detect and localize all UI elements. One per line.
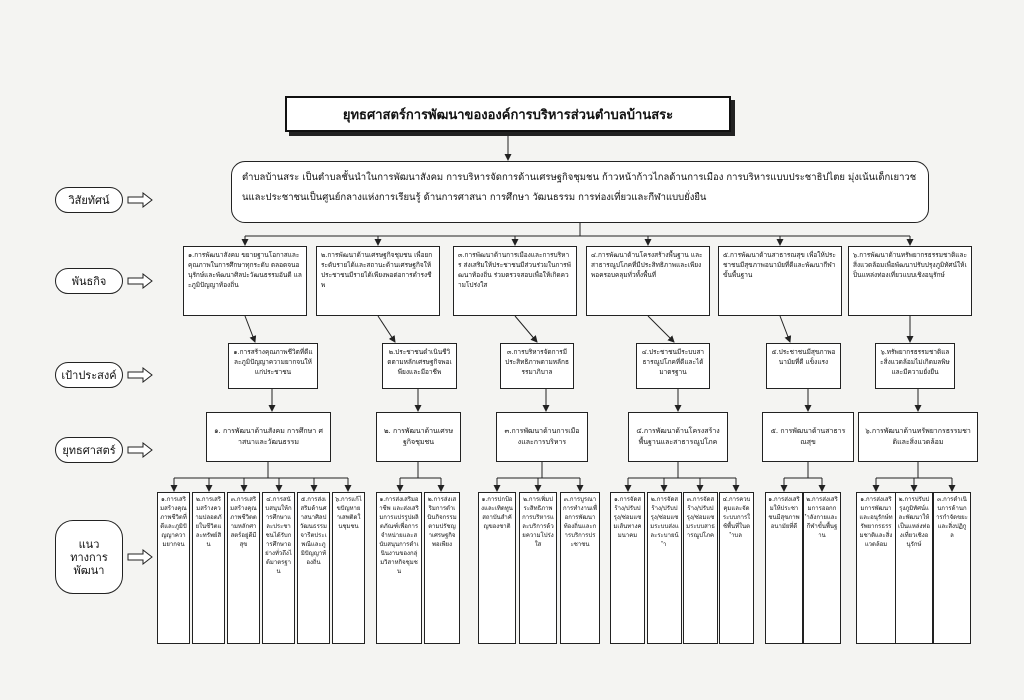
guideline-box-2-2: ๒.การส่งเสริมการดำเนินกิจกรรมตามปรัชญาเศ…	[424, 492, 460, 644]
arrow-right-icon	[127, 273, 153, 289]
row-label-guidelines: แนว ทางการ พัฒนา	[55, 520, 160, 594]
guideline-box-1-2: ๒.การเสริมสร้างความปลอดภัยในชีวิตและทรัพ…	[192, 492, 225, 644]
guideline-box-4-1: ๑.การจัดสร้าง/ปรับปรุง/ซ่อมแซมเส้นทางคมน…	[610, 492, 645, 644]
strategy-box-3: ๓.การพัฒนาด้านการเมืองและการบริหาร	[496, 412, 588, 462]
guideline-box-6-3: ๓.การดำเนินการด้านการกำจัดขยะและสิ่งปฏิก…	[933, 492, 971, 644]
arrow-right-icon	[127, 192, 153, 208]
strategy-box-4: ๔.การพัฒนาด้านโครงสร้างพื้นฐานและสาธารณู…	[628, 412, 728, 462]
row-label-strategy: ยุทธศาสตร์	[55, 437, 160, 463]
goal-box-3: ๓.การบริหารจัดการมีประสิทธิภาพตามหลักธรร…	[500, 343, 574, 389]
strategy-box-6: ๖.การพัฒนาด้านทรัพยากรธรรมชาติและสิ่งแวด…	[858, 412, 978, 462]
arrow-right-icon	[127, 549, 153, 565]
guideline-box-5-2: ๒.การส่งเสริมการออกกำลังกายและกีฬาขั้นพื…	[803, 492, 841, 644]
row-label-vision: วิสัยทัศน์	[55, 187, 160, 213]
vision-box: ตำบลบ้านสระ เป็นตำบลชั้นนำในการพัฒนาสังค…	[231, 161, 929, 223]
goal-box-5: ๕.ประชาชนมีสุขภาพอนามัยที่ดี แข็งแรง	[766, 343, 841, 389]
vision-label: วิสัยทัศน์	[55, 187, 123, 213]
mission-box-6: ๖.การพัฒนาด้านทรัพยากรธรรมชาติและสิ่งแวด…	[848, 246, 972, 316]
goal-label: เป้าประสงค์	[55, 362, 123, 388]
row-label-mission: พันธกิจ	[55, 268, 160, 294]
row-label-goal: เป้าประสงค์	[55, 362, 160, 388]
strategy-box-2: ๒. การพัฒนาด้านเศรษฐกิจชุมชน	[376, 412, 461, 462]
mission-box-2: ๒.การพัฒนาด้านเศรษฐกิจชุมชน เพื่อยกระดับ…	[316, 246, 440, 316]
strategy-label: ยุทธศาสตร์	[55, 437, 123, 463]
guideline-box-1-5: ๕.การส่งเสริมด้านศาสนาศิลปวัฒนธรรมจารีตป…	[297, 492, 330, 644]
goal-box-1: ๑.การสร้างคุณภาพชีวิตที่ดีและภูมิปัญญาคว…	[228, 343, 318, 389]
mission-box-4: ๔.การพัฒนาด้านโครงสร้างพื้นฐาน และสาธารณ…	[586, 246, 710, 316]
goal-box-2: ๒.ประชาชนดำเนินชีวิตตามหลักเศรษฐกิจพอเพี…	[382, 343, 457, 389]
guideline-box-3-3: ๓.การบูรณาการทำงานเพื่อการพัฒนาท้องถิ่นแ…	[560, 492, 600, 644]
goal-box-6: ๖.ทรัพยากรธรรมชาติและสิ่งแวดล้อมไม่เกิดม…	[875, 343, 955, 389]
mission-box-3: ๓.การพัฒนาด้านการเมืองและการบริหาร ส่งเส…	[453, 246, 577, 316]
guideline-box-3-2: ๒.การเพิ่มประสิทธิภาพการบริหารและบริการด…	[519, 492, 557, 644]
mission-box-1: ๑.การพัฒนาสังคม ขยายฐานโอกาสและคุณภาพในก…	[183, 246, 307, 316]
strategy-box-5: ๕. การพัฒนาด้านสาธารณสุข	[762, 412, 854, 462]
guideline-box-1-4: ๔.การสนับสนุนให้การศึกษาและประชาชนได้รับ…	[262, 492, 295, 644]
guideline-box-5-1: ๑.การส่งเสริมให้ประชาชนมีสุขภาพอนามัยที่…	[765, 492, 803, 644]
guideline-box-1-6: ๖.การแก้ไขปัญหายาเสพติดในชุมชน	[332, 492, 365, 644]
guideline-box-3-1: ๑.การปกป้องและเทิดทูนสถาบันสำคัญของชาติ	[478, 492, 516, 644]
page-title: ยุทธศาสตร์การพัฒนาขององค์การบริหารส่วนตำ…	[285, 96, 731, 132]
guideline-box-4-4: ๔.การควบคุมและจัดระบบการใช้พื้นที่ในตำบล	[719, 492, 754, 644]
guideline-box-6-1: ๑.การส่งเสริมการพัฒนาและอนุรักษ์ทรัพยากร…	[856, 492, 896, 644]
goal-box-4: ๔.ประชาชนมีระบบสาธารณูปโภคที่ดีและได้มาต…	[636, 343, 710, 389]
guideline-box-2-1: ๑.การส่งเสริมอาชีพ และส่งเสริมการแปรรูปผ…	[376, 492, 422, 644]
guideline-box-4-2: ๒.การจัดสร้าง/ปรับปรุง/ซ่อมแซมระบบส่งและ…	[647, 492, 682, 644]
mission-label: พันธกิจ	[55, 268, 123, 294]
guideline-box-1-1: ๑.การเสริมสร้างคุณภาพชีวิตที่ดีและภูมิปั…	[157, 492, 190, 644]
arrow-right-icon	[127, 442, 153, 458]
arrow-right-icon	[127, 367, 153, 383]
guideline-box-4-3: ๓.การจัดสร้าง/ปรับปรุง/ซ่อมแซมระบบสาธารณ…	[683, 492, 718, 644]
strategy-box-1: ๑. การพัฒนาด้านสังคม การศึกษา ศาสนาและวั…	[206, 412, 331, 462]
guideline-box-1-3: ๓.การเสริมสร้างคุณภาพชีวิตตามหลักศาสตร์อ…	[227, 492, 260, 644]
mission-box-5: ๕.การพัฒนาด้านสาธารณสุข เพื่อให้ประชาชนม…	[718, 246, 842, 316]
guideline-box-6-2: ๒.การปรับปรุงภูมิทัศน์และพัฒนาให้เป็นแหล…	[895, 492, 933, 644]
guidelines-label: แนว ทางการ พัฒนา	[55, 520, 123, 594]
